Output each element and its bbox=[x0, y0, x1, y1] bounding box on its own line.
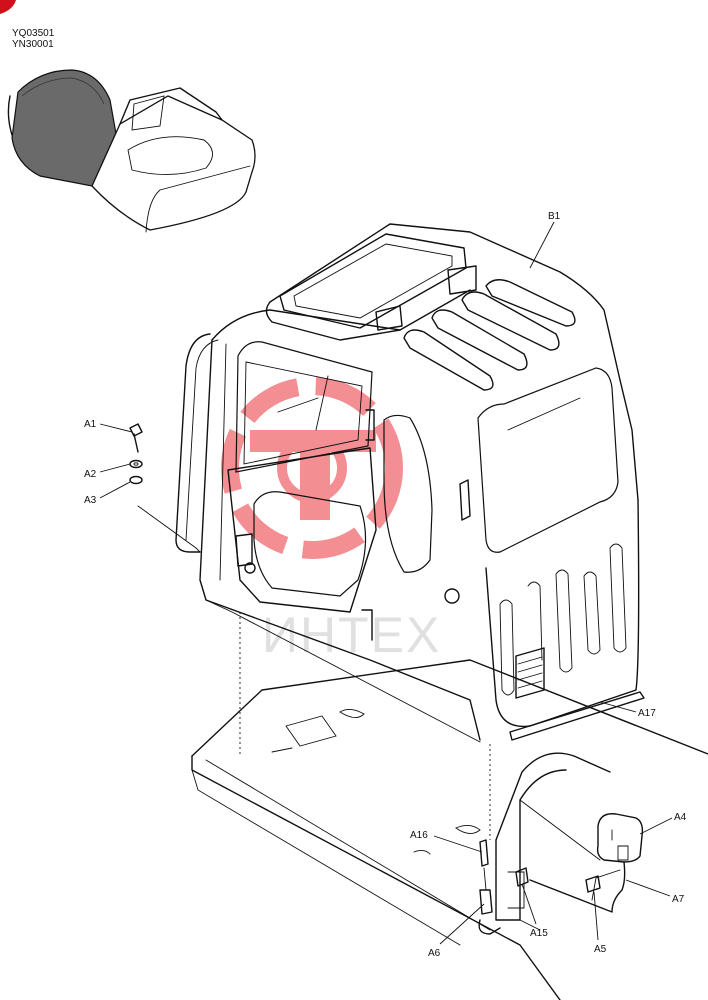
cab-support-post bbox=[478, 752, 611, 935]
seat-illustration bbox=[7, 69, 256, 233]
callout-a2: A2 bbox=[84, 469, 97, 480]
watermark-text: ИНТЕХ bbox=[262, 607, 441, 663]
washer-hose bbox=[529, 861, 626, 913]
callout-a17: A17 bbox=[638, 708, 656, 719]
callout-a3: A3 bbox=[84, 495, 97, 506]
bolt-washer-set bbox=[129, 423, 201, 553]
leader-a15 bbox=[521, 883, 537, 925]
leader-a5 bbox=[593, 891, 599, 941]
washer-tank bbox=[596, 813, 644, 863]
vent-grille bbox=[515, 647, 545, 699]
leader-a2 bbox=[99, 463, 131, 473]
callout-a5: A5 bbox=[594, 944, 607, 955]
header-code-1: YQ03501 bbox=[12, 28, 55, 39]
connector-a5 bbox=[585, 875, 601, 893]
leader-b1 bbox=[529, 221, 555, 269]
header-code-2: YN30001 bbox=[12, 39, 54, 50]
nozzle-a15 bbox=[515, 867, 529, 887]
callout-b1: B1 bbox=[548, 211, 561, 222]
leader-a17 bbox=[599, 701, 637, 713]
pin-a16 bbox=[479, 839, 489, 867]
callout-a6: A6 bbox=[428, 948, 441, 959]
callout-a1: A1 bbox=[84, 419, 97, 430]
leader-a16 bbox=[433, 835, 483, 853]
fitting-a6 bbox=[479, 867, 493, 915]
callout-a4: A4 bbox=[674, 812, 687, 823]
corner-marker bbox=[0, 0, 16, 14]
leader-a1 bbox=[99, 423, 133, 433]
leader-a6 bbox=[439, 903, 485, 945]
leader-a7 bbox=[625, 879, 671, 897]
leader-a4 bbox=[639, 817, 673, 835]
cab-floor-platform bbox=[191, 659, 708, 1000]
callout-a15: A15 bbox=[530, 928, 548, 939]
callout-a16: A16 bbox=[410, 830, 428, 841]
operator-cab bbox=[175, 223, 645, 743]
callout-a7: A7 bbox=[672, 894, 685, 905]
leader-a3 bbox=[99, 481, 131, 499]
washer-hose-lower bbox=[591, 869, 621, 901]
